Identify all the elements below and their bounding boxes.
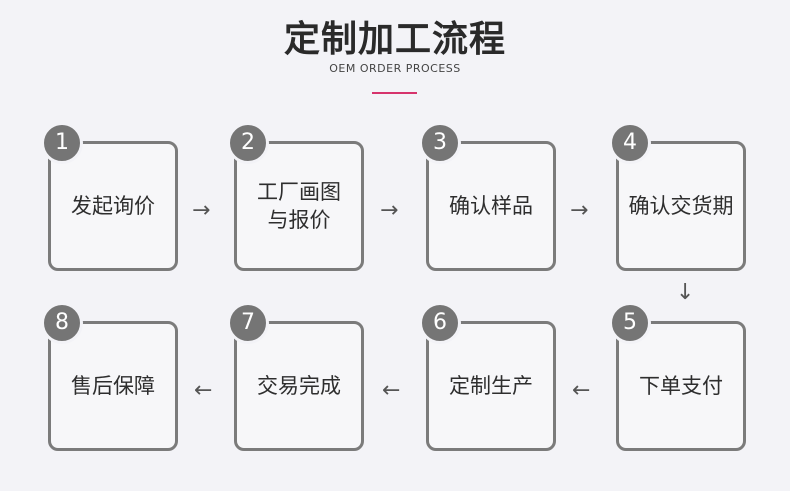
step-number-badge: 7: [227, 302, 269, 344]
step-label: 下单支付: [639, 373, 723, 398]
step-label: 确认交货期: [628, 193, 734, 218]
step-2-box: 2 工厂画图 与报价: [227, 122, 364, 271]
arrow-left-icon: ←: [572, 378, 591, 403]
step-5-box: 5 下单支付: [609, 302, 746, 451]
step-label: 售后保障: [71, 373, 155, 398]
step-3-box: 3 确认样品: [419, 122, 556, 271]
step-label: 交易完成: [257, 373, 341, 398]
step-number-badge: 1: [41, 122, 83, 164]
arrow-left-icon: ←: [194, 378, 213, 403]
arrow-right-icon: →: [570, 198, 589, 223]
step-number-badge: 4: [609, 122, 651, 164]
step-number-badge: 8: [41, 302, 83, 344]
title-accent-divider: [372, 92, 417, 94]
page-subtitle: OEM ORDER PROCESS: [329, 62, 461, 75]
step-4-box: 4 确认交货期: [609, 122, 746, 271]
page-title: 定制加工流程: [283, 19, 506, 60]
arrow-left-icon: ←: [382, 378, 401, 403]
step-7-box: 7 交易完成: [227, 302, 364, 451]
arrow-right-icon: →: [380, 198, 399, 223]
step-label: 定制生产: [449, 373, 533, 398]
step-number-badge: 6: [419, 302, 461, 344]
step-number-badge: 5: [609, 302, 651, 344]
step-number-badge: 2: [227, 122, 269, 164]
arrow-right-icon: →: [192, 198, 211, 223]
step-1-box: 1 发起询价: [41, 122, 178, 271]
arrow-down-icon: ↓: [676, 280, 695, 305]
step-8-box: 8 售后保障: [41, 302, 178, 451]
step-label: 工厂画图 与报价: [257, 179, 341, 232]
step-6-box: 6 定制生产: [419, 302, 556, 451]
step-number-badge: 3: [419, 122, 461, 164]
step-label: 确认样品: [449, 193, 533, 218]
step-label: 发起询价: [71, 193, 155, 218]
